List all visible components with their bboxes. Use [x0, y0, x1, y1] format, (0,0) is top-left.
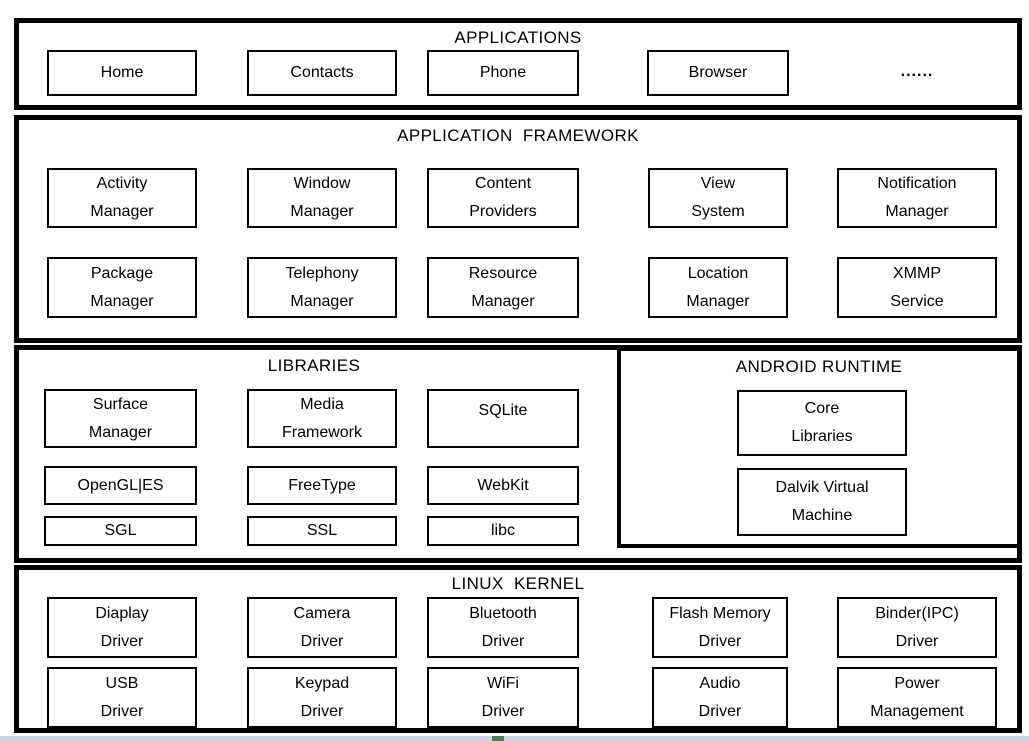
box-phone: Phone [427, 50, 579, 96]
box-audio-driver: Audio Driver [652, 667, 788, 728]
applications-section-title: APPLICATIONS [454, 28, 582, 47]
box-activity-manager: Activity Manager [47, 168, 197, 228]
box-window-manager: Window Manager [247, 168, 397, 228]
box-usb-driver: USB Driver [47, 667, 197, 728]
box-core-libraries: Core Libraries [737, 390, 907, 456]
box-notification-manager: Notification Manager [837, 168, 997, 228]
box-flash-memory-driver: Flash Memory Driver [652, 597, 788, 658]
box-resource-manager: Resource Manager [427, 257, 579, 318]
libraries-section-title: LIBRARIES [267, 356, 361, 375]
box-binder-ipc-driver: Binder(IPC) Driver [837, 597, 997, 658]
box-browser: Browser [647, 50, 789, 96]
box-sqlite: SQLite [427, 389, 579, 448]
linux-kernel-section-title: LINUX KERNEL [451, 574, 585, 593]
box-keypad-driver: Keypad Driver [247, 667, 397, 728]
box-contacts: Contacts [247, 50, 397, 96]
box-sgl: SGL [44, 516, 197, 546]
box-xmmp-service: XMMP Service [837, 257, 997, 318]
box-surface-manager: Surface Manager [44, 389, 197, 448]
box-wifi-driver: WiFi Driver [427, 667, 579, 728]
bottom-strip [0, 736, 1029, 741]
box-telephony-manager: Telephony Manager [247, 257, 397, 318]
box-media-framework: Media Framework [247, 389, 397, 448]
box-camera-driver: Camera Driver [247, 597, 397, 658]
box-dalvik-virtual-machine: Dalvik Virtual Machine [737, 468, 907, 536]
box-opengl-es: OpenGL|ES [44, 466, 197, 505]
box-view-system: View System [648, 168, 788, 228]
box-location-manager: Location Manager [648, 257, 788, 318]
more-apps-ellipsis: ...... [900, 63, 934, 80]
box-libc: libc [427, 516, 579, 546]
box-ssl: SSL [247, 516, 397, 546]
application-framework-section-title: APPLICATION FRAMEWORK [397, 126, 639, 145]
box-content-providers: Content Providers [427, 168, 579, 228]
box-package-manager: Package Manager [47, 257, 197, 318]
box-home: Home [47, 50, 197, 96]
resize-handle[interactable] [492, 736, 504, 741]
box-power-management: Power Management [837, 667, 997, 728]
box-webkit: WebKit [427, 466, 579, 505]
box-display-driver: Diaplay Driver [47, 597, 197, 658]
box-bluetooth-driver: Bluetooth Driver [427, 597, 579, 658]
android-runtime-section-title: ANDROID RUNTIME [735, 357, 903, 376]
box-freetype: FreeType [247, 466, 397, 505]
